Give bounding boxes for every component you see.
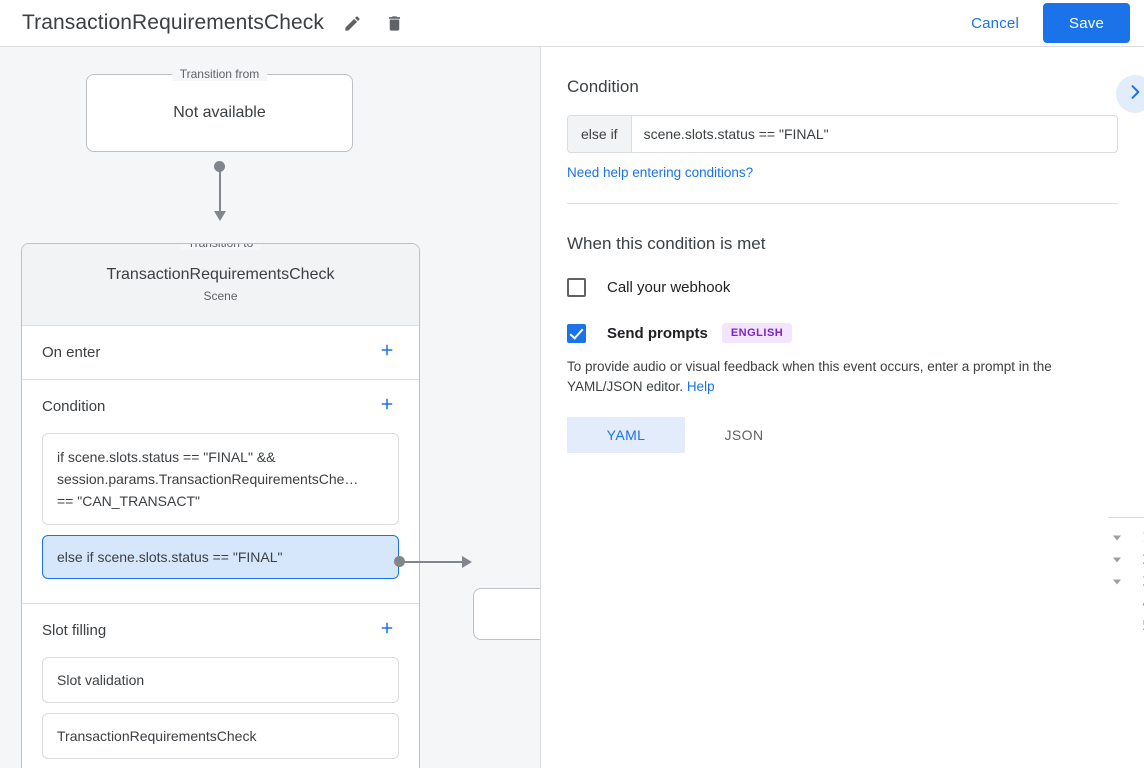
transition-from-title: Not available xyxy=(173,104,266,121)
section-condition: Condition if scene.slots.status == "FINA… xyxy=(22,380,419,604)
condition-chip[interactable]: if scene.slots.status == "FINAL" && sess… xyxy=(42,433,399,525)
connector-arrow-down xyxy=(214,211,226,221)
condition-chip-line: if scene.slots.status == "FINAL" && xyxy=(57,449,276,465)
add-on-enter-button[interactable] xyxy=(375,341,399,365)
condition-help-link[interactable]: Need help entering conditions? xyxy=(567,165,754,180)
condition-chip-selected[interactable]: else if scene.slots.status == "FINAL" xyxy=(42,535,399,579)
tab-json[interactable]: JSON xyxy=(724,427,764,443)
transition-from-node[interactable]: Transition from Not available xyxy=(86,67,353,152)
gutter-row: 1 xyxy=(1108,527,1144,549)
edit-title-button[interactable] xyxy=(338,9,366,37)
section-condition-title: Condition xyxy=(42,398,106,415)
line-number: 5 xyxy=(1142,619,1144,634)
scene-name: TransactionRequirementsCheck xyxy=(106,266,335,283)
delete-button[interactable] xyxy=(380,9,408,37)
gutter-row: 2 xyxy=(1108,549,1144,571)
trash-icon xyxy=(385,14,404,33)
condition-prefix-label: else if xyxy=(568,116,632,152)
fold-toggle-icon[interactable] xyxy=(1113,557,1121,563)
fold-toggle-icon[interactable] xyxy=(1113,579,1121,585)
connector-arrow-right xyxy=(462,556,472,568)
target-node[interactable] xyxy=(473,588,540,640)
condition-input[interactable] xyxy=(631,116,1117,152)
section-slot-filling-title: Slot filling xyxy=(42,622,107,639)
panel-condition-section: Condition else if Need help entering con… xyxy=(541,47,1144,204)
section-condition-head: Condition xyxy=(22,380,419,433)
call-webhook-checkbox[interactable] xyxy=(567,278,586,297)
save-button[interactable]: Save xyxy=(1043,3,1130,43)
scene-card-header: TransactionRequirementsCheck Scene xyxy=(22,244,419,326)
cancel-button[interactable]: Cancel xyxy=(957,7,1033,40)
editor-format-tabs: YAML JSON xyxy=(567,417,1118,453)
line-number: 3 xyxy=(1142,575,1144,590)
condition-input-row[interactable]: else if xyxy=(567,115,1118,153)
transition-to-legend: Transition to xyxy=(179,244,262,250)
send-prompts-row[interactable]: Send prompts ENGLISH xyxy=(567,323,1118,343)
condition-chip-line: == "CAN_TRANSACT" xyxy=(57,493,200,509)
transition-from-legend: Transition from xyxy=(171,67,268,81)
section-slot-filling: Slot filling Slot validation Transaction… xyxy=(22,604,419,768)
details-panel: Condition else if Need help entering con… xyxy=(541,47,1144,768)
app-header: TransactionRequirementsCheck Cancel Save xyxy=(0,0,1144,47)
line-number: 4 xyxy=(1142,597,1144,612)
gutter-row: 5 xyxy=(1108,615,1144,637)
chevron-right-icon xyxy=(1125,82,1144,107)
plus-icon xyxy=(378,341,396,364)
section-on-enter-head: On enter xyxy=(22,326,419,379)
language-badge: ENGLISH xyxy=(721,323,793,343)
gutter-row: 3 xyxy=(1108,571,1144,593)
add-slot-filling-button[interactable] xyxy=(375,619,399,643)
condition-chip-line: session.params.TransactionRequirementsCh… xyxy=(57,471,359,487)
helper-text-body: To provide audio or visual feedback when… xyxy=(567,359,1052,394)
section-on-enter: On enter xyxy=(22,326,419,380)
call-webhook-label: Call your webhook xyxy=(607,279,731,296)
connector-dot-condition xyxy=(394,556,405,567)
yaml-editor[interactable]: 1 2 3 4 5 candidates: - first_simple: xyxy=(1108,517,1144,768)
condition-chip-line: else if scene.slots.status == "FINAL" xyxy=(57,549,283,565)
webhook-row[interactable]: Call your webhook xyxy=(567,278,1118,297)
send-prompts-checkbox[interactable] xyxy=(567,323,586,343)
page-title: TransactionRequirementsCheck xyxy=(22,11,324,34)
plus-icon xyxy=(378,619,396,642)
section-slot-filling-head: Slot filling xyxy=(22,604,419,657)
section-slot-filling-body: Slot validation TransactionRequirementsC… xyxy=(22,657,419,768)
add-condition-button[interactable] xyxy=(375,395,399,419)
line-number: 2 xyxy=(1142,553,1144,568)
send-prompts-helper-text: To provide audio or visual feedback when… xyxy=(567,357,1118,397)
transition-to-scene-card[interactable]: Transition to TransactionRequirementsChe… xyxy=(21,243,420,768)
panel-when-met-section: When this condition is met Call your web… xyxy=(541,204,1144,453)
connector-hline xyxy=(404,561,468,563)
scene-type: Scene xyxy=(203,289,238,303)
tab-yaml[interactable]: YAML xyxy=(567,417,685,453)
when-met-heading: When this condition is met xyxy=(567,234,766,253)
send-prompts-label: Send prompts xyxy=(607,324,708,342)
gutter-row: 4 xyxy=(1108,593,1144,615)
connector-vline xyxy=(219,166,221,214)
section-condition-body: if scene.slots.status == "FINAL" && sess… xyxy=(22,433,419,603)
fold-toggle-icon[interactable] xyxy=(1113,535,1121,541)
section-on-enter-title: On enter xyxy=(42,344,101,361)
pencil-icon xyxy=(343,14,362,33)
editor-gutter: 1 2 3 4 5 xyxy=(1108,518,1144,768)
slot-filling-item[interactable]: Slot validation xyxy=(42,657,399,703)
panel-divider xyxy=(567,203,1118,204)
panel-condition-heading: Condition xyxy=(567,77,639,96)
flow-canvas[interactable]: Transition from Not available Transition… xyxy=(0,47,541,768)
line-number: 1 xyxy=(1142,531,1144,546)
plus-icon xyxy=(378,395,396,418)
slot-filling-item[interactable]: TransactionRequirementsCheck xyxy=(42,713,399,759)
helper-help-link[interactable]: Help xyxy=(686,379,715,394)
expand-panel-button[interactable] xyxy=(1116,75,1144,113)
